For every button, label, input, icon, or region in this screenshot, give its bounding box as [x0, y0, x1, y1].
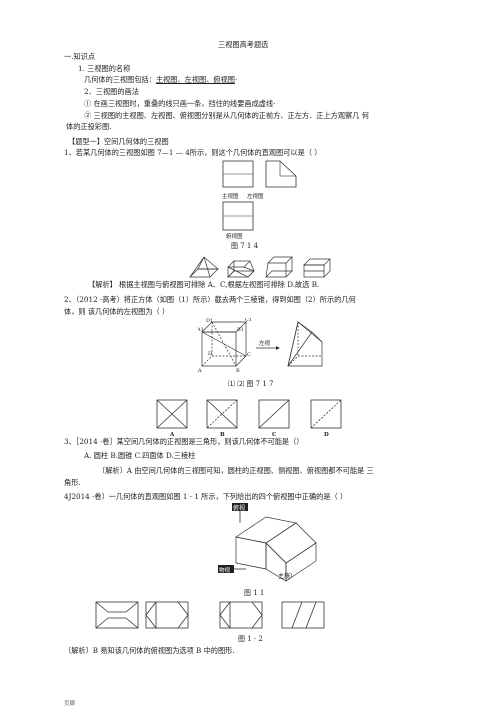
fig-1-2-caption: 图 1 · 2	[238, 635, 263, 643]
vertex-label: A1	[198, 327, 204, 333]
option-c-view	[258, 399, 290, 429]
section-knowledge: 一.知识点	[64, 52, 96, 61]
type1-heading: 【题型一】空间几何体的三视图	[68, 137, 169, 146]
question-3-options: A. 圆柱 B.圆锥 C.四面体 D.三棱柱	[84, 451, 196, 460]
label-front-view: 主视图	[222, 194, 239, 200]
side-arrow-label-bg	[218, 565, 234, 573]
front-view-label: 主施）	[278, 572, 296, 580]
vertex-label: C	[247, 352, 251, 358]
cube-1	[201, 321, 247, 367]
rule2-line1: ② 三视图的主视图、左视图、俯视图分别是从几何体的正前方、正左方．正上方观察几 …	[84, 111, 369, 120]
option-d-solid	[303, 258, 331, 278]
vertex-label: B1	[237, 327, 244, 333]
cube-2-cut	[287, 321, 323, 367]
q2-option-views: A B C D	[155, 398, 345, 438]
option-a-top-view	[95, 601, 139, 629]
option-d-top-view	[281, 601, 325, 629]
vertex-label: B	[236, 368, 240, 374]
rule2-line2: 体的正投彩图.	[66, 122, 112, 131]
fig-7-1-7-cubes: D1 C1 A1 B1 D C A B 左视	[198, 318, 328, 378]
arrow-label: 左视	[259, 339, 271, 347]
analysis-4: 〔解析〕B 易知该几何体的俯视图为选项 B 中的图形.	[64, 646, 235, 655]
top-view-label: 俯视	[233, 504, 245, 512]
analysis-3-line2: 角形.	[64, 478, 81, 487]
option-a-view	[156, 399, 188, 429]
fig-1-2-options	[94, 600, 424, 632]
fig-1-1-solid: 俯视 物视 主施）	[218, 503, 328, 585]
question-1: 1、若某几何体的三视图如图 7—1 — 4所示，则这个几何体的直观图可以是（ ）	[64, 148, 322, 157]
rule1: ① 在画三视图时，重叠的线只画一条，挡住的线要画成虚线·	[84, 99, 276, 108]
q1-option-solids	[188, 251, 338, 281]
option-d-view	[310, 399, 342, 429]
item2-heading: 2、三视图的画法	[84, 87, 139, 96]
vertex-label: A	[198, 368, 202, 374]
label-left-view: 左视图	[247, 194, 264, 200]
label-top-view: 俯视图	[226, 234, 243, 240]
page-footer: 页脚	[64, 701, 76, 707]
item1-text: 几何体的三视图包括：主视图、左视图、俯视图·	[84, 75, 238, 84]
question-4: 4J2014 ·卷〕一几何体的直观图如图 1 · 1 所示，下列给出的四个俯视图…	[64, 492, 348, 501]
item1-heading: 1. 三视图的名称	[78, 64, 131, 73]
option-label: D	[324, 432, 329, 438]
vertex-label: D	[208, 351, 212, 357]
option-b-solid	[227, 260, 255, 278]
option-c-top-view	[219, 601, 263, 629]
top-arrow-label-bg	[232, 503, 248, 511]
page-title: 三视图高考题选	[218, 40, 269, 49]
option-b-top-view	[145, 601, 189, 629]
question-2-line1: 2、（2012 ·高考）将正方体（如图（1）所示）截去两个三棱锥，得到如图（2）…	[64, 295, 356, 304]
option-label: A	[169, 432, 175, 438]
fig-1-1-caption: 图 1 1	[244, 589, 265, 597]
vertex-label: C1	[245, 318, 252, 323]
three-views-svg	[222, 160, 297, 231]
option-b-view	[206, 399, 238, 429]
analysis-3-line1: 〔解析〕A 由空间几何体的三视图可知，圆柱的正视图、侧视图、俯视图都不可能是 三	[98, 466, 374, 475]
analysis-1: 【解析】 根据主视图与俯视图可排除 A、C,根据左视图可排除 D.故选 B.	[88, 280, 320, 289]
side-view-label: 物视	[219, 566, 231, 574]
fig-7-1-4-caption: 图 7 1 4	[231, 242, 259, 250]
question-3: 3、［2014 ·卷］某空间几何体的正视图是三角形，则该几何体不可能是（）	[64, 437, 304, 446]
option-label: C	[272, 432, 277, 438]
left-view	[265, 160, 297, 188]
option-a-solid	[189, 256, 219, 278]
option-c-solid	[265, 256, 293, 278]
option-label: B	[220, 432, 225, 438]
vertex-label: D1	[206, 318, 213, 324]
fig-7-1-4-views	[222, 160, 302, 250]
arrow-head-icon	[276, 346, 280, 350]
fig-7-1-7-caption: ⑴ ⑵ 图 7 1 7	[228, 380, 274, 388]
question-2-line2: 体，则 该几何体的左视图为（ ）	[64, 307, 170, 316]
